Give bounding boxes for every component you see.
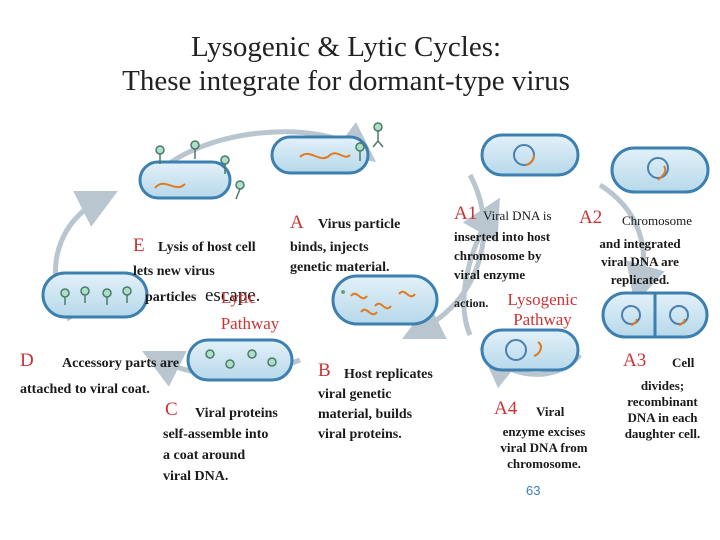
- page-number: 63: [526, 483, 541, 498]
- cell-B: [331, 274, 439, 326]
- lytic-pathway-line1: Lytic: [221, 288, 256, 307]
- title-line-2: These integrate for dormant-type virus: [122, 65, 570, 97]
- cell-E-released: [41, 271, 149, 319]
- label-E-letter: E: [133, 235, 145, 256]
- phage-icon: [155, 145, 165, 164]
- phage-icon: [220, 155, 230, 174]
- phage-icon: [355, 142, 365, 161]
- label-A3-letter: A3: [623, 350, 647, 371]
- phage-icon: [102, 288, 112, 305]
- label-B-letter: B: [318, 360, 331, 381]
- lytic-pathway-label: Lytic Pathway: [205, 288, 295, 334]
- phage-icon: [372, 122, 384, 148]
- lytic-pathway-line2: Pathway: [220, 314, 280, 333]
- label-D-letter: D: [20, 350, 34, 371]
- phage-icon: [122, 286, 132, 303]
- cell-A4: [480, 328, 580, 372]
- label-A1-text: inserted into host chromosome by viral e…: [454, 228, 550, 312]
- label-A2-letter: A2: [579, 207, 603, 228]
- label-A2-line4: replicated.: [610, 272, 670, 287]
- label-A4-text: enzyme excises viral DNA from chromosome…: [488, 424, 600, 472]
- cell-A: [270, 135, 370, 175]
- label-A1-line4: viral enzyme: [454, 267, 526, 282]
- label-B-text: Host replicates viral genetic material, …: [318, 366, 433, 443]
- label-A-line2: binds, injects: [290, 240, 369, 255]
- label-B-line2: viral genetic: [318, 387, 392, 402]
- label-B-line3: material, builds: [318, 407, 413, 422]
- label-A1-line2: inserted into host: [454, 229, 551, 244]
- label-E-line3: particles: [145, 290, 197, 305]
- cell-A3: [601, 291, 709, 339]
- label-A1-letter: A1: [454, 203, 478, 224]
- label-C-text: Viral proteins self-assemble into a coat…: [163, 405, 278, 485]
- cell-D: [186, 338, 294, 382]
- lysogenic-pathway-line2: Pathway: [513, 310, 572, 329]
- label-A4-line4: chromosome.: [507, 456, 581, 471]
- label-C-letter: C: [165, 399, 178, 420]
- label-C-line4: viral DNA.: [163, 469, 229, 484]
- label-A4-letter: A4: [494, 398, 518, 419]
- label-A3-line3: recombinant: [627, 394, 698, 409]
- label-A2-line1: Chromosome: [622, 213, 693, 228]
- label-A3-text: divides; recombinant DNA in each daughte…: [610, 378, 715, 442]
- lysogenic-pathway-line1: Lysogenic: [507, 290, 578, 309]
- label-A4-line3: viral DNA from: [500, 440, 588, 455]
- cell-A1: [480, 133, 580, 177]
- label-E-line4: escape.: [205, 285, 261, 306]
- label-A2-line3: viral DNA are: [601, 254, 679, 269]
- phage-icon: [235, 180, 245, 200]
- label-C-line3: a coat around: [163, 448, 246, 463]
- label-C-line1: Viral proteins: [195, 406, 278, 421]
- phage-icon: [60, 288, 70, 305]
- label-A3-line5: daughter cell.: [624, 426, 701, 441]
- label-A4-line2: enzyme excises: [502, 424, 586, 439]
- label-E-line2: lets new virus: [133, 264, 215, 279]
- label-A-line3: genetic material.: [290, 260, 390, 275]
- phage-icon: [80, 286, 90, 303]
- label-A3-line4: DNA in each: [627, 410, 698, 425]
- label-A1-line1: Viral DNA is: [483, 208, 552, 223]
- label-A1-line3: chromosome by: [454, 248, 542, 263]
- lysogenic-pathway-label: Lysogenic Pathway: [495, 290, 590, 330]
- label-A2-text: and integrated viral DNA are replicated.: [580, 235, 700, 288]
- label-B-line1: Host replicates: [344, 367, 433, 382]
- label-A-letter: A: [290, 212, 304, 233]
- lysogenic-cycle-arrow: [461, 197, 500, 336]
- cell-E: [138, 160, 232, 200]
- label-A3-line2: divides;: [640, 378, 685, 393]
- label-A2-line2: and integrated: [599, 236, 681, 251]
- title-line-1: Lysogenic & Lytic Cycles:: [190, 31, 502, 63]
- lytic-cycle-arrow: [402, 173, 487, 339]
- label-A1-line5: action.: [454, 296, 489, 310]
- label-D-line2: attached to viral coat.: [20, 382, 150, 397]
- label-D-line1: Accessory parts are: [62, 356, 180, 371]
- cell-A2: [610, 146, 710, 194]
- label-B-line4: viral proteins.: [318, 427, 402, 442]
- label-E-line1: Lysis of host cell: [158, 240, 256, 255]
- label-A3-line1: Cell: [672, 355, 695, 370]
- label-C-line2: self-assemble into: [163, 427, 269, 442]
- label-A-line1: Virus particle: [318, 217, 401, 232]
- lysogenic-cycle-arrow: [598, 182, 665, 305]
- label-A4-line1: Viral: [536, 404, 565, 419]
- phage-icon: [190, 140, 200, 159]
